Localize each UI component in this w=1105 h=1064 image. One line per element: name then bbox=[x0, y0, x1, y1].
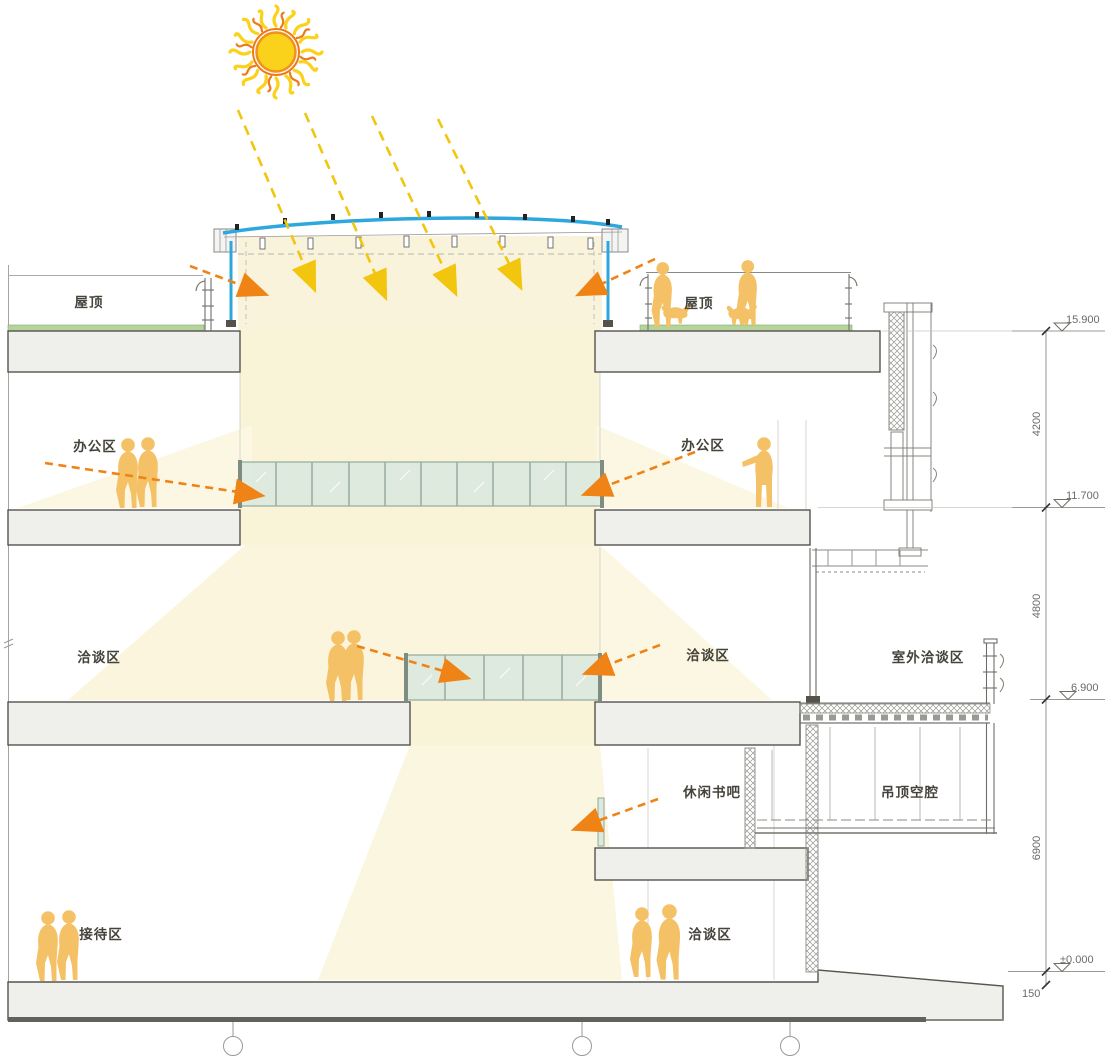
ceiling-detail-office bbox=[812, 549, 928, 573]
sun-rays-yellow bbox=[228, 4, 324, 100]
person-silhouette bbox=[630, 907, 652, 977]
dim-meeting-ground: 6900 bbox=[1031, 835, 1043, 861]
glass-panel-bookbar bbox=[597, 797, 605, 847]
dimension-annotation bbox=[818, 322, 1105, 990]
elevation-ground: ±0.000 bbox=[1060, 954, 1094, 966]
sun-rays-orange bbox=[235, 11, 317, 93]
label-ceiling-cavity: 吊顶空腔 bbox=[881, 785, 939, 800]
person-silhouette bbox=[36, 911, 58, 981]
roof-railings bbox=[195, 271, 858, 331]
ceiling-cavity-detail bbox=[744, 723, 997, 973]
grid-bubbles bbox=[223, 1022, 800, 1056]
label-outdoor-meeting: 室外洽谈区 bbox=[891, 650, 965, 665]
sun-icon bbox=[228, 4, 324, 100]
slab-bookbar bbox=[594, 847, 809, 881]
slab-meeting-left bbox=[7, 701, 411, 746]
elevation-meeting: 6.900 bbox=[1071, 682, 1099, 694]
dim-office-meeting: 4800 bbox=[1031, 593, 1043, 619]
label-roof-right: 屋顶 bbox=[684, 296, 714, 311]
slab-office-left bbox=[7, 509, 241, 546]
person-silhouette bbox=[57, 910, 79, 980]
label-office-left: 办公区 bbox=[73, 439, 117, 454]
slab-roof-left bbox=[7, 330, 241, 373]
slab-roof-right bbox=[594, 330, 881, 373]
label-reception: 接待区 bbox=[79, 927, 123, 942]
label-office-right: 办公区 bbox=[681, 438, 725, 453]
glass-balustrade-meeting bbox=[404, 653, 602, 702]
terrace-deck bbox=[799, 702, 991, 724]
light-arrows bbox=[44, 257, 696, 833]
glass-balustrade-office bbox=[238, 460, 604, 508]
facade-assembly-top bbox=[883, 302, 937, 557]
slab-office-right bbox=[594, 509, 811, 546]
person-silhouette bbox=[656, 904, 681, 980]
daylight-rays bbox=[236, 109, 523, 302]
label-meeting-right: 洽谈区 bbox=[686, 648, 730, 663]
label-meeting-left: 洽谈区 bbox=[77, 650, 121, 665]
skylight-roof bbox=[213, 211, 629, 327]
ground-slab bbox=[7, 969, 1004, 1022]
terrace-railing bbox=[983, 638, 1005, 704]
terrace-mullion bbox=[806, 548, 820, 704]
label-meeting-ground: 洽谈区 bbox=[688, 927, 732, 942]
label-book-bar: 休闲书吧 bbox=[683, 785, 741, 800]
dim-floor-step: 150 bbox=[1022, 988, 1041, 1000]
dim-roof-office: 4200 bbox=[1031, 411, 1043, 437]
floor-slabs bbox=[7, 330, 881, 881]
elevation-office: 11.700 bbox=[1066, 490, 1099, 502]
slab-meeting-right bbox=[594, 701, 801, 746]
dimension-ticks bbox=[1041, 326, 1051, 990]
break-mark bbox=[3, 638, 14, 649]
elevation-roof: 15.900 bbox=[1066, 314, 1100, 326]
elevation-markers bbox=[1052, 322, 1078, 973]
label-roof-left: 屋顶 bbox=[74, 295, 104, 310]
skylight-membrane bbox=[222, 216, 623, 235]
